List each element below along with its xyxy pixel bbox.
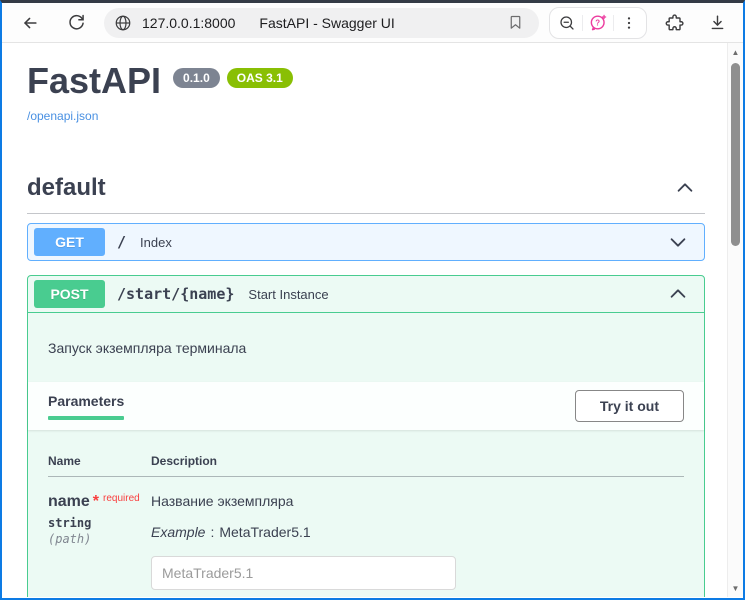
post-method-badge: POST bbox=[34, 280, 105, 308]
parameters-table: Name Description name*required stri bbox=[48, 444, 684, 590]
api-title: FastAPI bbox=[27, 60, 162, 101]
extensions-puzzle-icon bbox=[665, 13, 684, 30]
page-title-text: FastAPI - Swagger UI bbox=[259, 14, 395, 31]
swagger-page: ▲ ▼ FastAPI 0.1.0 OAS 3.1 /openapi.json … bbox=[2, 43, 743, 597]
kebab-menu-icon bbox=[627, 16, 631, 29]
site-globe-icon bbox=[115, 15, 131, 30]
chevron-up-icon[interactable] bbox=[667, 283, 689, 305]
scroll-thumb[interactable] bbox=[731, 63, 740, 246]
post-summary-row[interactable]: POST /start/{name} Start Instance bbox=[28, 276, 704, 313]
scroll-up-button[interactable]: ▲ bbox=[731, 47, 740, 57]
parameter-example-line: Example:MetaTrader5.1 bbox=[151, 524, 684, 540]
opblock-post-start: POST /start/{name} Start Instance Запуск… bbox=[27, 275, 705, 597]
back-button[interactable] bbox=[18, 11, 42, 35]
browser-toolbar: 127.0.0.1:8000 FastAPI - Swagger UI ? bbox=[2, 3, 743, 43]
oas-version-badge: OAS 3.1 bbox=[226, 68, 293, 88]
example-value: MetaTrader5.1 bbox=[219, 524, 311, 540]
get-method-badge: GET bbox=[34, 228, 105, 256]
required-asterisk: * bbox=[92, 493, 100, 510]
parameters-section-header: Parameters Try it out bbox=[28, 382, 704, 430]
try-it-out-button[interactable]: Try it out bbox=[574, 390, 684, 422]
url-text[interactable]: 127.0.0.1:8000 bbox=[142, 14, 236, 31]
extensions-button[interactable] bbox=[663, 11, 687, 35]
column-header-description: Description bbox=[151, 444, 684, 477]
ai-assistant-button[interactable]: ? bbox=[583, 9, 613, 37]
toolbar-separator bbox=[582, 14, 583, 31]
chevron-down-icon[interactable] bbox=[667, 231, 689, 253]
swagger-content: FastAPI 0.1.0 OAS 3.1 /openapi.json defa… bbox=[27, 43, 705, 597]
tag-name: default bbox=[27, 174, 106, 201]
api-info-header: FastAPI 0.1.0 OAS 3.1 bbox=[27, 61, 705, 101]
browser-menu-button[interactable] bbox=[614, 9, 644, 37]
zoom-out-button[interactable] bbox=[552, 9, 582, 37]
example-label: Example bbox=[151, 524, 206, 540]
downloads-button[interactable] bbox=[705, 11, 729, 35]
get-summary-text: Index bbox=[140, 234, 172, 250]
reload-button[interactable] bbox=[64, 11, 88, 35]
svg-text:?: ? bbox=[595, 18, 600, 27]
scroll-down-button[interactable]: ▼ bbox=[731, 583, 740, 593]
version-badge: 0.1.0 bbox=[173, 68, 220, 88]
column-header-name: Name bbox=[48, 444, 151, 477]
parameter-description-cell: Название экземпляра Example:MetaTrader5.… bbox=[151, 477, 684, 590]
get-path: / bbox=[117, 233, 127, 251]
chevron-up-icon[interactable] bbox=[674, 177, 696, 199]
get-summary-row[interactable]: GET / Index bbox=[28, 224, 704, 260]
example-separator: : bbox=[210, 524, 215, 540]
bookmark-button[interactable] bbox=[503, 11, 527, 35]
post-path: /start/{name} bbox=[117, 285, 235, 303]
required-label: required bbox=[103, 493, 140, 504]
parameter-row-name: name*required string (path) Название экз… bbox=[48, 477, 684, 591]
parameter-name-input[interactable] bbox=[151, 556, 456, 590]
reload-icon bbox=[68, 14, 84, 30]
parameter-name: name bbox=[48, 493, 90, 510]
bookmark-icon bbox=[510, 15, 520, 29]
opblock-get-index: GET / Index bbox=[27, 223, 705, 261]
parameters-table-container: Name Description name*required stri bbox=[28, 430, 704, 597]
toolbar-action-group: ? bbox=[549, 6, 647, 39]
parameter-meta-cell: name*required string (path) bbox=[48, 477, 151, 591]
address-bar[interactable]: 127.0.0.1:8000 FastAPI - Swagger UI bbox=[104, 7, 539, 38]
parameter-location: (path) bbox=[48, 532, 92, 546]
openapi-spec-link[interactable]: /openapi.json bbox=[27, 109, 99, 123]
vertical-scrollbar[interactable]: ▲ ▼ bbox=[727, 43, 743, 597]
tag-section-default[interactable]: default bbox=[27, 174, 705, 214]
download-icon bbox=[711, 15, 723, 30]
parameters-header-row: Name Description bbox=[48, 444, 684, 477]
api-badges: 0.1.0 OAS 3.1 bbox=[173, 68, 293, 88]
back-arrow-icon bbox=[24, 17, 37, 28]
parameter-description: Название экземпляра bbox=[151, 493, 294, 509]
tab-parameters[interactable]: Parameters bbox=[48, 393, 124, 420]
zoom-out-icon bbox=[560, 15, 574, 30]
ai-assistant-icon: ? bbox=[590, 14, 606, 31]
parameter-type: string bbox=[48, 516, 92, 530]
operation-description: Запуск экземпляра терминала bbox=[48, 340, 247, 356]
post-summary-text: Start Instance bbox=[248, 286, 329, 302]
toolbar-separator bbox=[613, 14, 614, 31]
